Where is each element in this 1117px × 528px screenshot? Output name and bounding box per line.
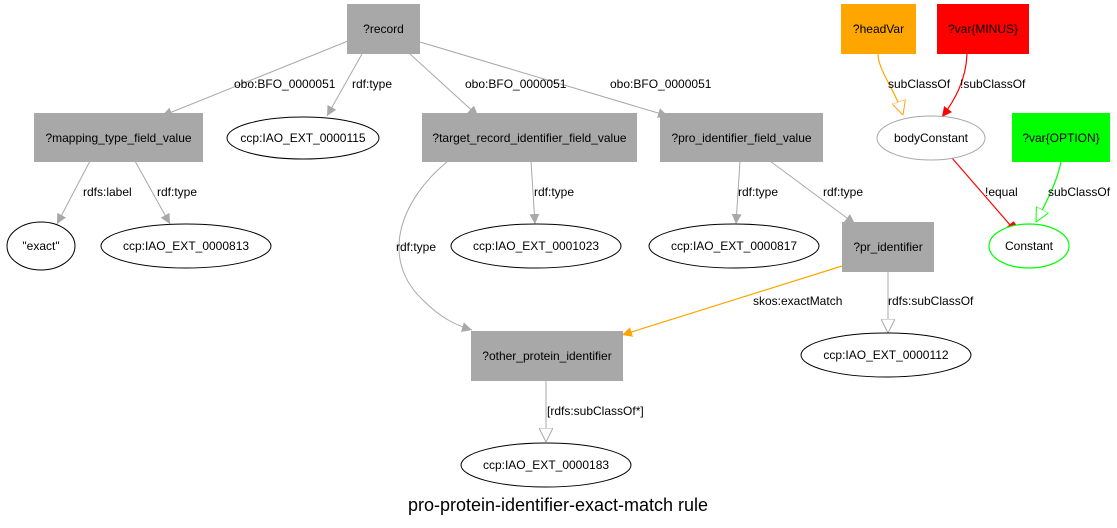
edge-pro-ccp817 — [731, 160, 742, 225]
node-ccp1023-label: ccp:IAO_EXT_0001023 — [473, 239, 599, 253]
edge-bodyconstant-constant — [951, 157, 1017, 231]
node-var-minus-label: ?var{MINUS} — [948, 22, 1018, 36]
node-ccp112 — [800, 332, 972, 378]
edge-label-rdfs-subclass-star: [rdfs:subClassOf*] — [547, 404, 644, 418]
node-exact-label: "exact" — [22, 239, 59, 253]
edge-label-subclass-option: subClassOf — [1048, 185, 1111, 199]
edge-pr-other-protein — [621, 265, 843, 337]
node-ccp813-label: ccp:IAO_EXT_0000813 — [123, 239, 249, 253]
node-pr-identifier-label: ?pr_identifier — [853, 240, 922, 254]
node-ccp115 — [226, 116, 380, 160]
node-constant-label: Constant — [1005, 239, 1054, 253]
edge-mapping-exact — [56, 160, 91, 225]
edge-label-rdftype-pro-817: rdf:type — [738, 185, 778, 199]
edge-record-ccp115 — [326, 53, 363, 117]
edge-pro-pr-identifier — [769, 160, 856, 225]
node-var-minus — [937, 4, 1029, 54]
edges — [56, 40, 1062, 442]
node-var-option-label: ?var{OPTION} — [1022, 131, 1099, 145]
nodes: ?record ?mapping_type_field_value ?targe… — [6, 4, 1110, 488]
node-exact — [6, 221, 76, 271]
edge-label-bfo1: obo:BFO_0000051 — [234, 77, 336, 91]
edge-label-rdftype-pro-pr: rdf:type — [823, 185, 863, 199]
node-record — [347, 4, 420, 54]
node-constant — [988, 223, 1070, 269]
node-pro-identifier — [660, 113, 823, 162]
edge-varminus-bodyconstant — [941, 53, 968, 118]
diagram-title: pro-protein-identifier-exact-match rule — [408, 495, 708, 515]
edge-labels: obo:BFO_0000051 rdf:type obo:BFO_0000051… — [83, 77, 1111, 418]
node-ccp183-label: ccp:IAO_EXT_0000183 — [483, 458, 609, 472]
node-target-record-label: ?target_record_identifier_field_value — [432, 131, 626, 145]
edge-record-pro-identifier — [419, 41, 669, 118]
node-mapping-type-label: ?mapping_type_field_value — [45, 131, 191, 145]
node-pro-identifier-label: ?pro_identifier_field_value — [671, 131, 811, 145]
edge-label-rdfs-subclass-pr: rdfs:subClassOf — [888, 294, 974, 308]
edge-label-subclass-head: subClassOf — [888, 77, 951, 91]
edge-label-skos-exact: skos:exactMatch — [753, 294, 842, 308]
node-ccp813 — [100, 223, 272, 269]
node-ccp115-label: ccp:IAO_EXT_0000115 — [240, 131, 366, 145]
edge-mapping-ccp813 — [134, 160, 171, 225]
node-bodyconstant-label: bodyConstant — [894, 131, 969, 145]
node-ccp112-label: ccp:IAO_EXT_0000112 — [823, 348, 949, 362]
edge-target-ccp1023 — [529, 160, 540, 225]
edge-record-mapping-type — [161, 40, 349, 117]
edge-target-other-protein — [398, 160, 473, 332]
edge-label-rdftype-target-other: rdf:type — [396, 240, 436, 254]
node-mapping-type — [34, 113, 203, 162]
node-bodyconstant — [876, 115, 986, 161]
edge-varoption-constant — [1035, 160, 1062, 222]
edge-label-rdftype-mapping: rdf:type — [157, 185, 197, 199]
node-record-label: ?record — [363, 22, 404, 36]
edge-label-rdftype-record: rdf:type — [352, 77, 392, 91]
node-headvar-label: ?headVar — [853, 22, 904, 36]
node-other-protein-label: ?other_protein_identifier — [482, 349, 611, 363]
node-ccp817-label: ccp:IAO_EXT_0000817 — [671, 239, 797, 253]
edge-label-rdfs-label: rdfs:label — [83, 185, 132, 199]
node-pr-identifier — [842, 222, 934, 272]
edge-label-rdftype-target-1023: rdf:type — [534, 185, 574, 199]
edge-label-bfo3: obo:BFO_0000051 — [610, 77, 712, 91]
edge-label-bfo2: obo:BFO_0000051 — [465, 77, 567, 91]
edge-label-not-subclass: !subClassOf — [960, 77, 1026, 91]
node-ccp817 — [648, 223, 820, 269]
node-ccp1023 — [450, 223, 622, 269]
node-headvar — [841, 4, 916, 54]
node-target-record — [422, 113, 637, 162]
node-ccp183 — [460, 442, 632, 488]
node-var-option — [1012, 113, 1110, 162]
node-other-protein — [471, 331, 623, 381]
edge-record-target-record — [409, 53, 479, 117]
edge-label-not-equal: !equal — [985, 185, 1018, 199]
edge-headvar-bodyconstant — [877, 53, 903, 115]
